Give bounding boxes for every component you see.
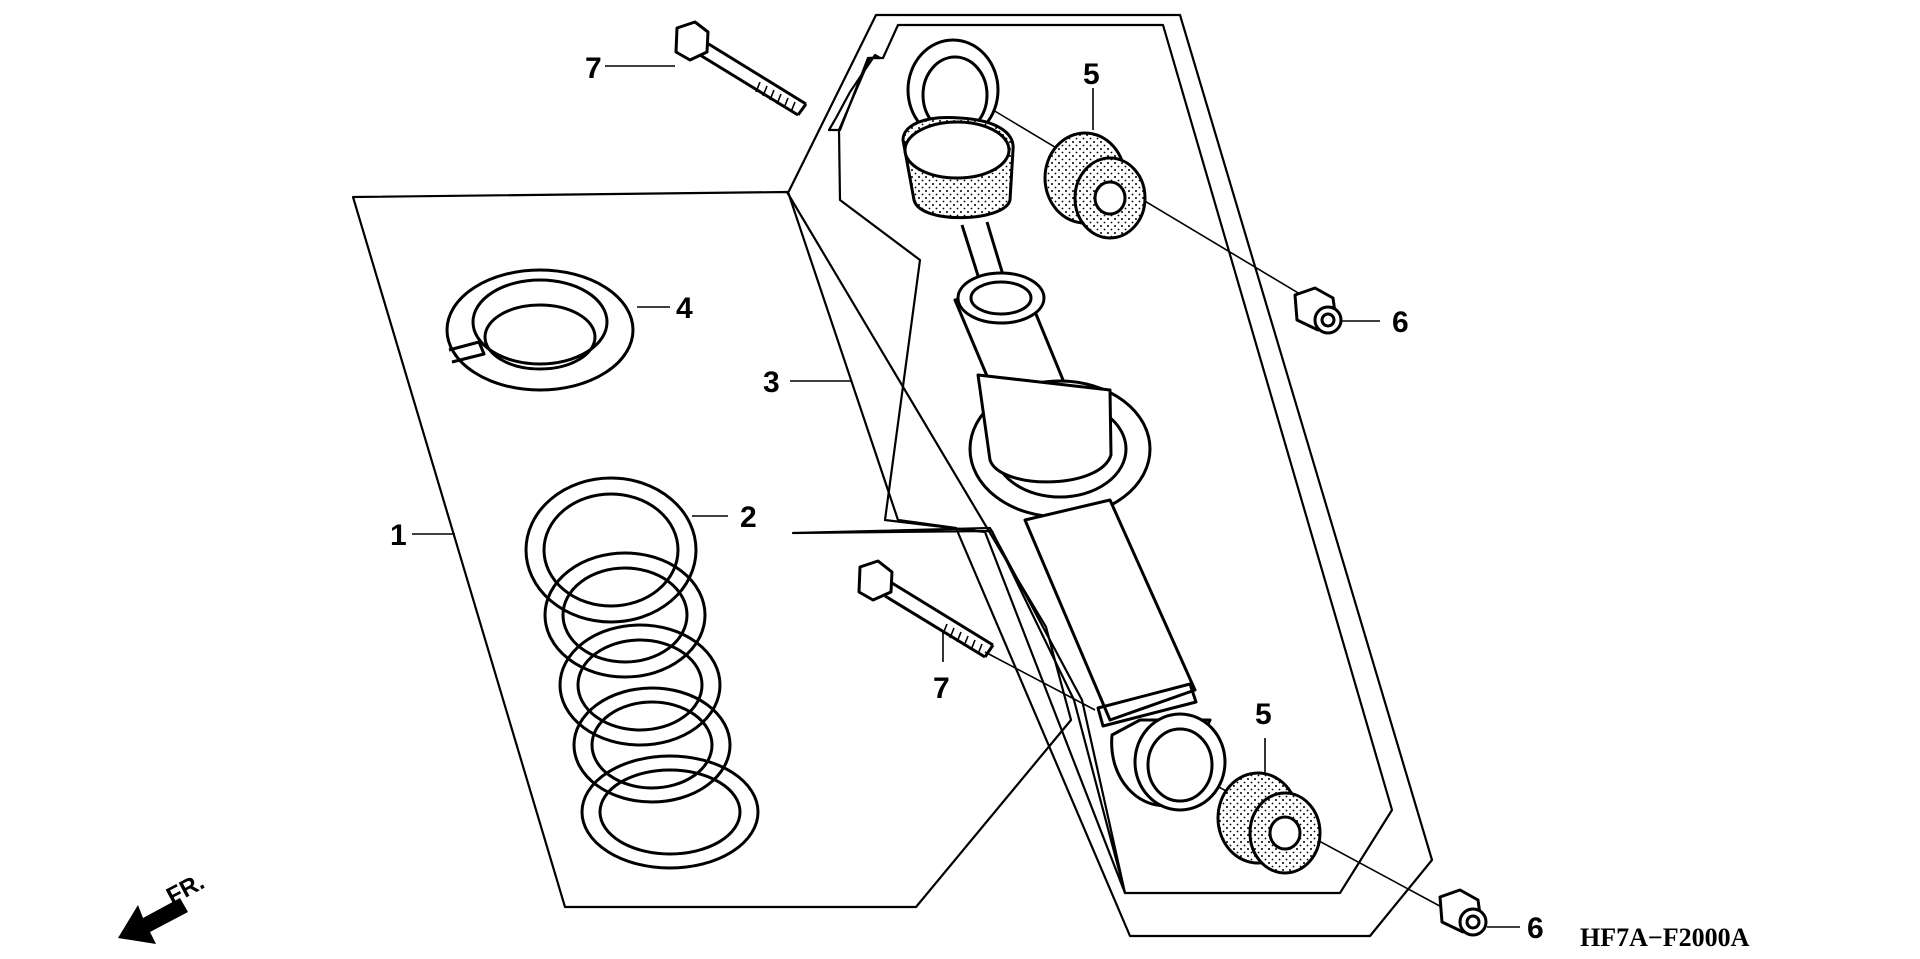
bolt-top-part-7 [674, 20, 808, 117]
bushing-bottom-part-5 [1216, 771, 1322, 875]
bolt-bottom-part-7 [857, 559, 995, 659]
callout-7-bottom: 7 [933, 672, 950, 705]
callout-2: 2 [740, 501, 757, 534]
nut-top-part-6 [1293, 286, 1343, 335]
group-3-outline [786, 13, 1434, 938]
bushing-top-part-5 [1043, 131, 1147, 240]
lower-bolt-outline [791, 526, 1127, 895]
spring-seat-part-4 [445, 268, 635, 392]
callout-6-bottom: 6 [1527, 912, 1544, 945]
callout-7-top: 7 [585, 52, 602, 85]
coil-spring-part-2 [524, 476, 760, 870]
callout-4: 4 [676, 292, 693, 325]
callout-6-top: 6 [1392, 306, 1409, 339]
diagram-code: HF7A−F2000A [1580, 923, 1750, 952]
nut-bottom-part-6 [1438, 888, 1488, 937]
front-direction-arrow-icon [118, 898, 188, 944]
callout-3: 3 [763, 366, 780, 399]
callout-5-bottom: 5 [1255, 698, 1272, 731]
callout-5-top: 5 [1083, 58, 1100, 91]
shock-absorber-part-3 [901, 38, 1227, 812]
group-3-dash-outline [837, 23, 1394, 895]
group-3-inner-outline [827, 53, 882, 132]
callout-1: 1 [390, 519, 407, 552]
